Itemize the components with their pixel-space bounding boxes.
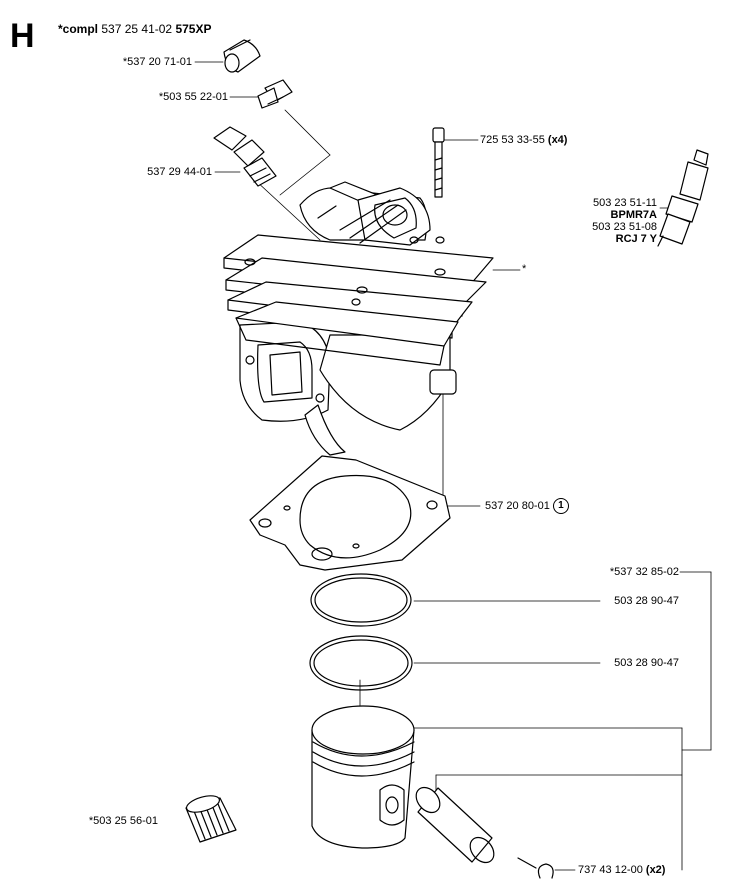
piston-part <box>311 705 415 849</box>
label-spark-plug-type-1: BPMR7A <box>611 209 657 222</box>
screw-number: 725 53 33-55 <box>480 134 545 146</box>
assembly-prefix: *compl <box>58 22 99 36</box>
leader-lines <box>194 61 712 871</box>
label-needle-bearing: *503 25 56-01 <box>88 815 158 827</box>
gasket-number: 537 20 80-01 <box>485 499 550 512</box>
section-letter: H <box>10 17 35 55</box>
spark-plug-part <box>657 149 709 247</box>
label-ring-1: 503 28 90-47 <box>614 595 679 607</box>
cylinder-part <box>223 181 494 456</box>
label-circlip: 737 43 12-00 (x2) <box>578 864 665 877</box>
valve-part <box>257 79 293 109</box>
piston-pin-part <box>415 786 495 864</box>
gasket-ref-badge: 1 <box>552 498 569 514</box>
label-spark-plug-type-2: RCJ 7 Y <box>616 233 657 246</box>
label-ring-2: 503 28 90-47 <box>614 657 679 669</box>
label-piston-kit: *537 32 85-02 <box>609 566 679 578</box>
decompression-valve-part <box>213 126 277 187</box>
assembly-model: 575XP <box>175 22 212 36</box>
spark-plug-type-1: BPMR7A <box>610 209 657 221</box>
needle-bearing-part <box>185 795 237 843</box>
label-decomp-valve: 537 29 44-01 <box>147 166 212 178</box>
label-spark-plug-2: 503 23 51-08 <box>592 221 657 233</box>
label-screw: 725 53 33-55 (x4) <box>480 134 567 147</box>
cap-part <box>223 39 261 73</box>
screw-qty: (x4) <box>547 134 568 146</box>
gasket-part <box>249 455 451 571</box>
label-valve: *503 55 22-01 <box>158 91 228 103</box>
label-cap: *537 20 71-01 <box>122 56 192 68</box>
piston-rings <box>309 573 413 691</box>
screw-part <box>432 127 445 198</box>
label-spark-plug-1: 503 23 51-11 <box>592 197 657 209</box>
label-cylinder-star: * <box>522 263 527 275</box>
assembly-number: 537 25 41-02 <box>101 22 173 36</box>
circlip-qty: (x2) <box>645 864 666 876</box>
assembly-title: *compl 537 25 41-02 575XP <box>58 22 211 36</box>
circlip-number: 737 43 12-00 <box>578 864 643 876</box>
circlip-part <box>517 857 554 879</box>
spark-plug-type-2: RCJ 7 Y <box>615 233 657 245</box>
